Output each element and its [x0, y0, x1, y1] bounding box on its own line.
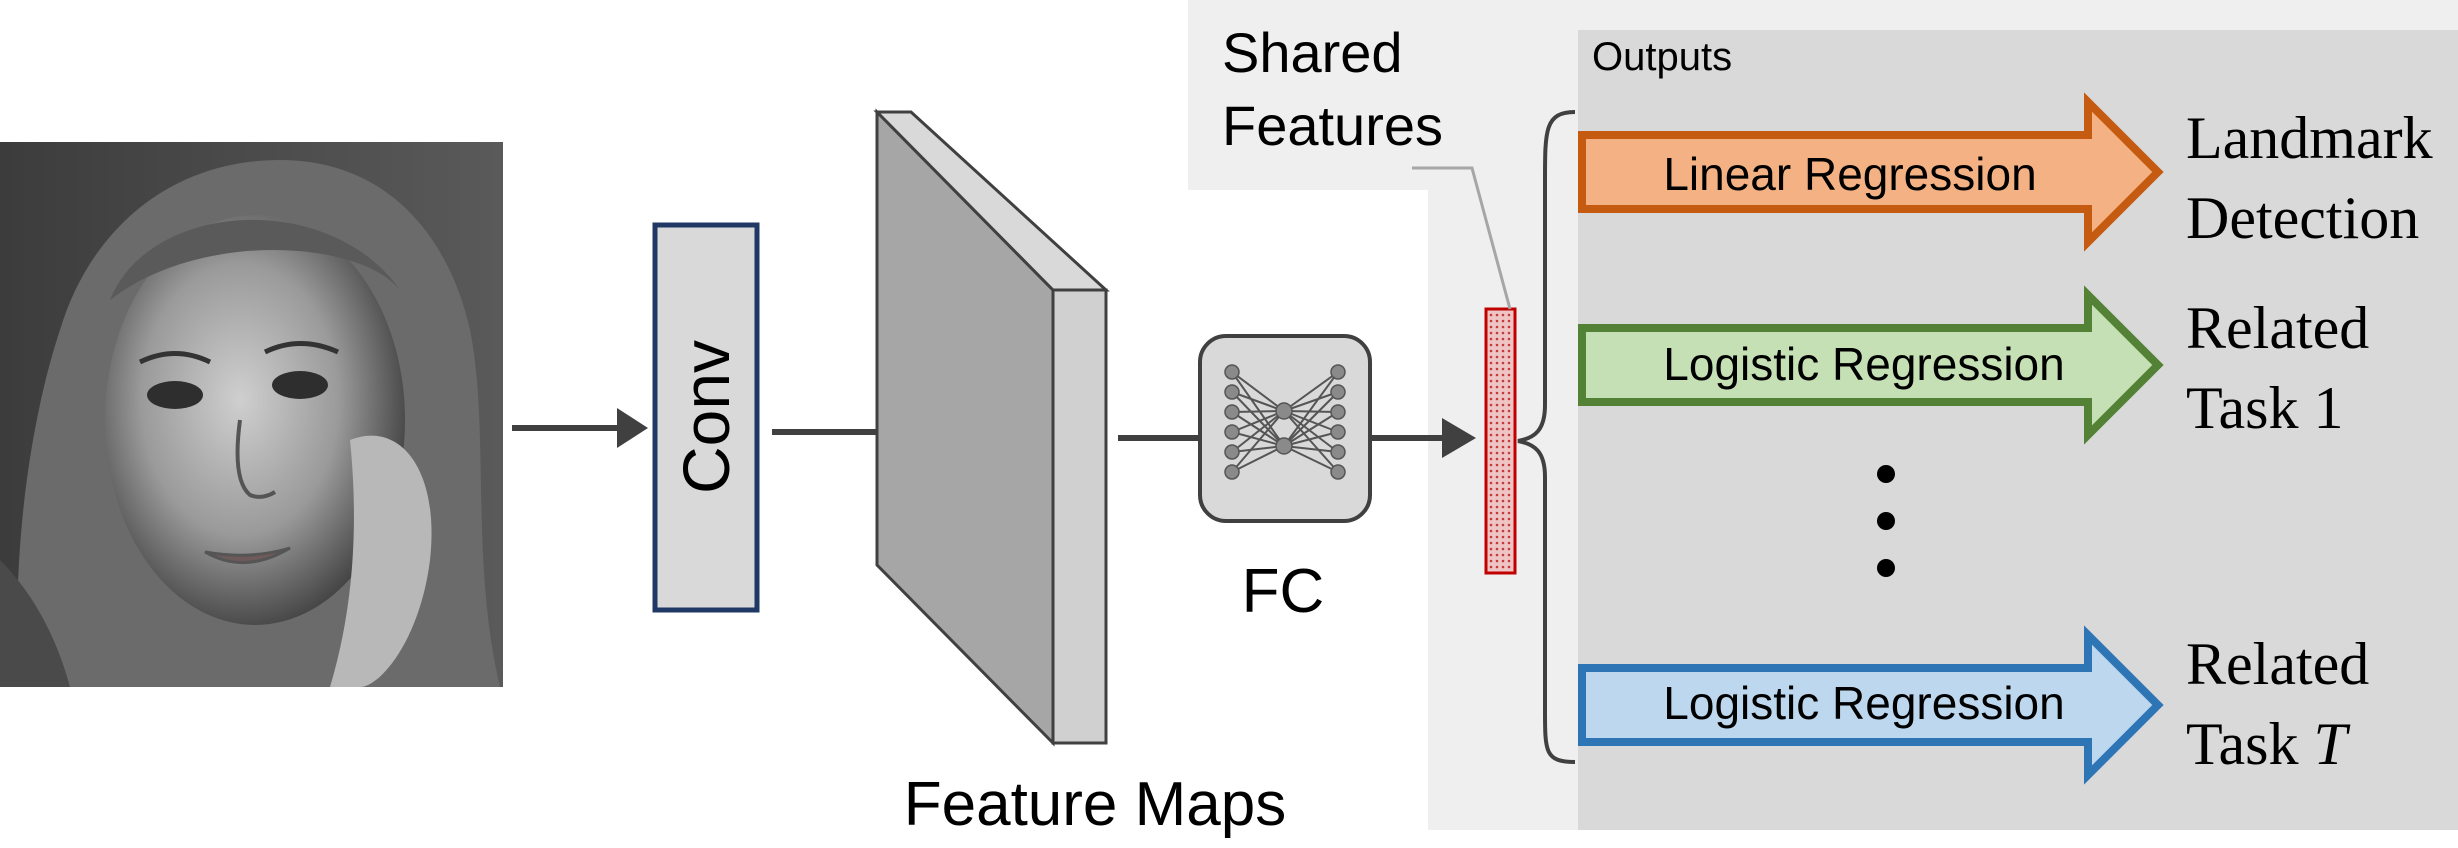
feature-maps-slab	[873, 108, 1110, 747]
output-brace	[1517, 110, 1576, 764]
task-arrow-related-t: Logistic Regression	[1578, 625, 2164, 785]
shared-features-label-line1: Shared	[1222, 21, 1403, 84]
task-result-line1: Related	[2186, 295, 2369, 361]
more-tasks-ellipsis	[1877, 465, 1895, 577]
fc-block	[1198, 334, 1372, 523]
shared-features-label-line2: Features	[1222, 94, 1443, 157]
conv-label: Conv	[669, 340, 743, 494]
task-result-line1: Landmark	[2186, 105, 2433, 171]
conv-block	[652, 222, 760, 613]
feature-maps-label: Feature Maps	[904, 770, 1287, 839]
task-result-line2-prefix: Task	[2186, 711, 2313, 777]
task-result-line2: Task T	[2186, 711, 2350, 777]
task-arrow-landmark: Linear Regression	[1578, 92, 2164, 252]
task-arrow-label: Logistic Regression	[1663, 338, 2064, 390]
task-result-variable: T	[2313, 711, 2350, 777]
outputs-label: Outputs	[1592, 35, 1732, 79]
shared-features-pointer	[1412, 166, 1512, 310]
task-result-line2: Detection	[2186, 185, 2419, 251]
task-result-line1: Related	[2186, 631, 2369, 697]
fc-label: FC	[1242, 557, 1325, 626]
task-arrow-label: Logistic Regression	[1663, 677, 2064, 729]
arrow-input-to-conv	[512, 408, 648, 448]
face-photo-icon	[0, 142, 503, 687]
task-arrow-related-1: Logistic Regression	[1578, 285, 2164, 445]
task-arrow-label: Linear Regression	[1663, 148, 2036, 200]
neural-network-icon	[1231, 371, 1339, 473]
arrow-fc-to-feature-vector	[1372, 418, 1476, 458]
task-result-line2: Task 1	[2186, 375, 2343, 441]
shared-feature-vector	[1484, 307, 1517, 575]
